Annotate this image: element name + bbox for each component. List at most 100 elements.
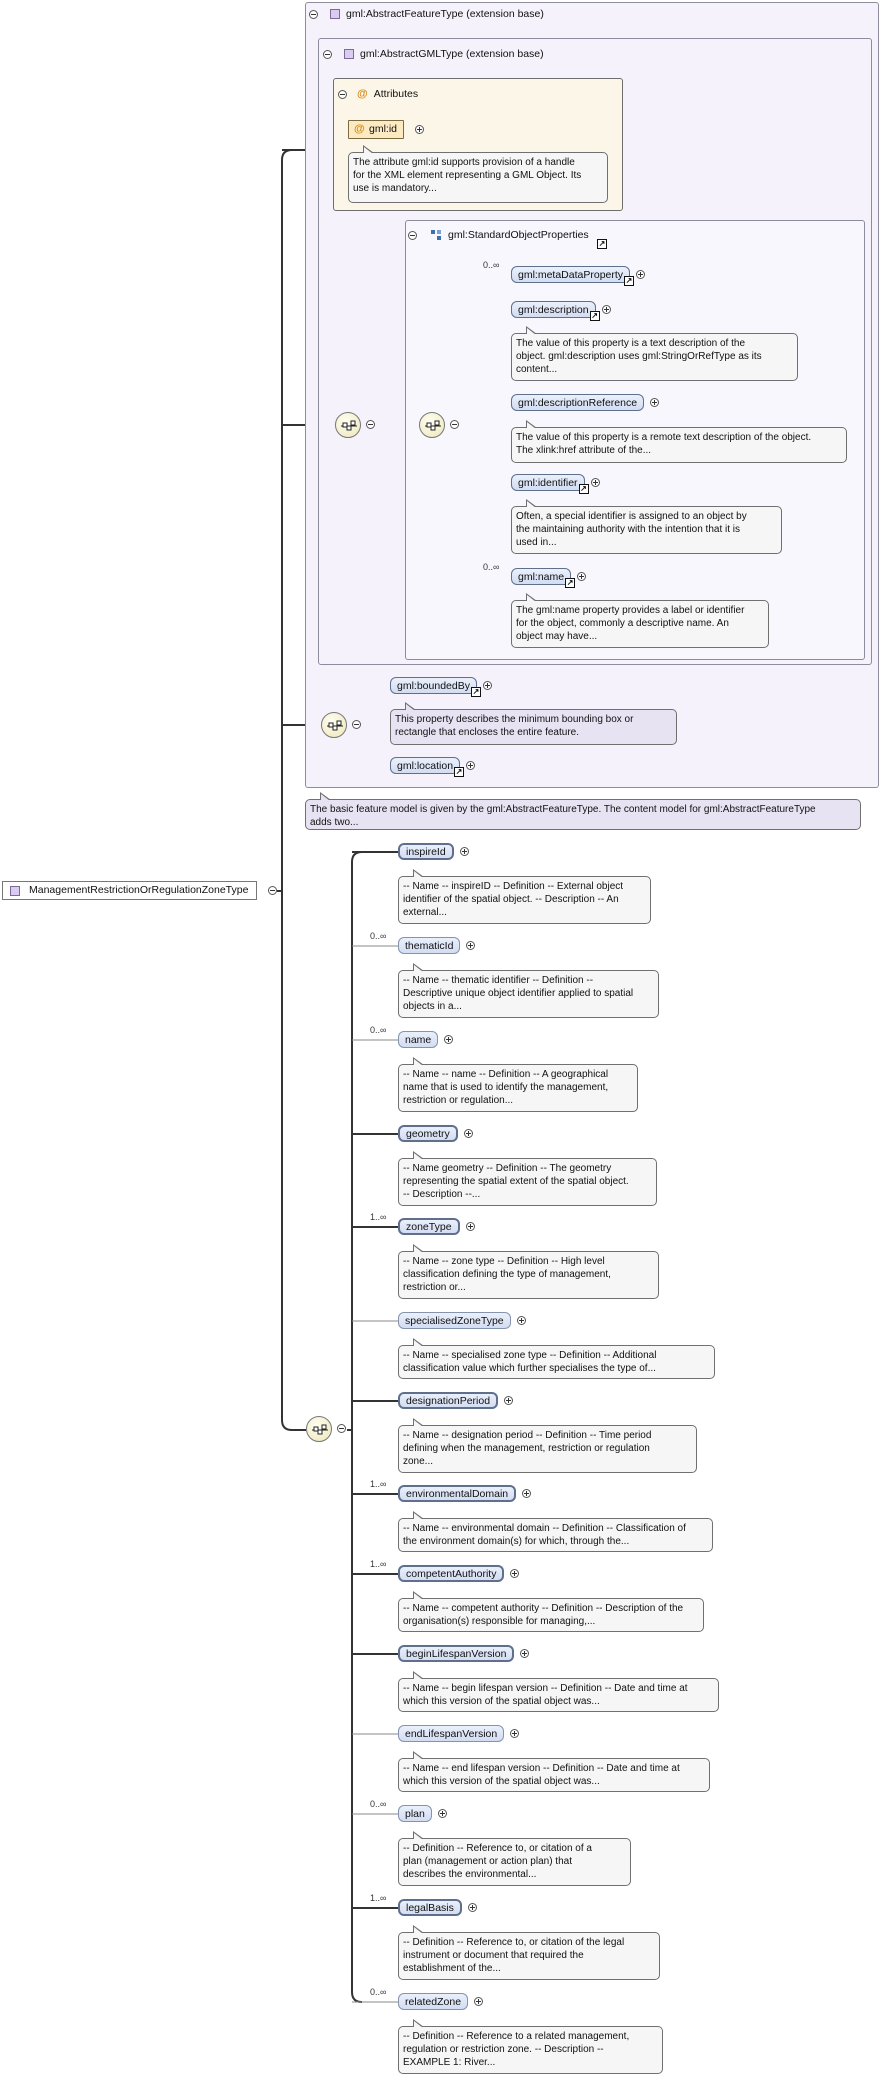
element-doc: -- Name -- zone type -- Definition -- Hi… (398, 1251, 659, 1299)
element-doc: -- Name -- name -- Definition -- A geogr… (398, 1064, 638, 1112)
std-prop-doc: The value of this property is a text des… (511, 333, 798, 381)
bounded-doc: This property describes the minimum boun… (390, 709, 677, 745)
link-icon[interactable]: ↗ (565, 578, 576, 588)
element-thematicid[interactable]: thematicId (398, 937, 461, 954)
cardinality-label: 1..∞ (370, 1559, 387, 1569)
expand-icon[interactable] (437, 1809, 447, 1818)
expand-icon[interactable] (467, 1903, 477, 1912)
standard-object-properties-header: gml:StandardObjectProperties (408, 227, 589, 243)
feature-type-doc: The basic feature model is given by the … (305, 799, 861, 830)
std-prop-doc: The value of this property is a remote t… (511, 427, 847, 463)
element-doc: -- Name -- begin lifespan version -- Def… (398, 1678, 719, 1712)
element-doc: -- Definition -- Reference to a related … (398, 2026, 663, 2074)
expand-icon[interactable] (516, 1316, 526, 1325)
expand-icon[interactable] (463, 1129, 473, 1138)
attribute-icon: @ (357, 88, 368, 100)
element-legalbasis[interactable]: legalBasis (398, 1899, 462, 1916)
cardinality-label: 1..∞ (370, 1212, 387, 1222)
element-doc: -- Name -- environmental domain -- Defin… (398, 1518, 713, 1552)
root-complex-type[interactable]: ManagementRestrictionOrRegulationZoneTyp… (2, 881, 258, 900)
attributes-header: @ Attributes (338, 86, 418, 102)
complex-type-icon (344, 49, 354, 59)
link-icon[interactable]: ↗ (597, 239, 607, 249)
collapse-icon[interactable] (338, 89, 347, 99)
element-specialisedzonetype[interactable]: specialisedZoneType (398, 1312, 511, 1329)
expand-icon[interactable] (415, 125, 424, 134)
gml-id-attribute[interactable]: @ gml:id (348, 120, 405, 139)
std-prop-element[interactable]: gml:identifier (511, 474, 585, 491)
element-environmentaldomain[interactable]: environmentalDomain (398, 1485, 517, 1502)
element-zonetype[interactable]: zoneType (398, 1218, 460, 1235)
std-prop-element[interactable]: gml:descriptionReference (511, 394, 645, 411)
link-icon[interactable]: ↗ (624, 276, 635, 286)
expand-icon[interactable] (459, 847, 469, 856)
expand-icon[interactable] (465, 1222, 475, 1231)
element-doc: -- Name -- inspireID -- Definition -- Ex… (398, 876, 651, 924)
collapse-icon[interactable] (408, 230, 417, 240)
element-designationperiod[interactable]: designationPeriod (398, 1392, 499, 1409)
std-prop-doc: The gml:name property provides a label o… (511, 600, 769, 648)
expand-icon[interactable] (466, 761, 476, 770)
cardinality-label: 0..∞ (370, 1799, 387, 1809)
link-icon[interactable]: ↗ (470, 687, 481, 697)
element-doc: -- Name -- designation period -- Definit… (398, 1425, 697, 1473)
expand-icon[interactable] (510, 1729, 520, 1738)
element-beginlifespanversion[interactable]: beginLifespanVersion (398, 1645, 515, 1662)
std-prop-element[interactable]: gml:metaDataProperty (511, 266, 631, 283)
expand-icon[interactable] (590, 478, 600, 487)
expand-icon[interactable] (520, 1649, 530, 1658)
cardinality-label: 0..∞ (370, 931, 387, 941)
bounded-element[interactable]: gml:location (390, 757, 461, 774)
gml-id-label: gml:id (369, 123, 398, 135)
element-geometry[interactable]: geometry (398, 1125, 458, 1142)
link-icon[interactable]: ↗ (578, 484, 589, 494)
sequence-node-bounded (321, 712, 347, 738)
abstract-gml-type-label: gml:AbstractGMLType (extension base) (360, 48, 544, 60)
element-name[interactable]: name (398, 1031, 439, 1048)
expand-icon[interactable] (466, 941, 476, 950)
element-plan[interactable]: plan (398, 1805, 432, 1822)
attributes-label: Attributes (373, 88, 419, 100)
collapse-icon[interactable] (309, 9, 318, 19)
sequence-node-main (306, 1416, 332, 1442)
link-icon[interactable]: ↗ (589, 311, 600, 321)
element-competentauthority[interactable]: competentAuthority (398, 1565, 505, 1582)
expand-icon[interactable] (444, 1035, 454, 1044)
sequence-node-gml (335, 412, 361, 438)
expand-icon[interactable] (577, 572, 587, 581)
element-doc: -- Name -- competent authority -- Defini… (398, 1598, 704, 1632)
element-doc: -- Name -- end lifespan version -- Defin… (398, 1758, 710, 1792)
root-collapse-icon[interactable] (268, 886, 277, 895)
group-icon (431, 229, 442, 241)
collapse-icon[interactable] (450, 420, 459, 429)
std-prop-doc: Often, a special identifier is assigned … (511, 506, 782, 554)
collapse-icon[interactable] (352, 720, 361, 729)
element-endlifespanversion[interactable]: endLifespanVersion (398, 1725, 505, 1742)
expand-icon[interactable] (482, 681, 492, 690)
collapse-icon[interactable] (323, 49, 332, 59)
element-inspireid[interactable]: inspireId (398, 843, 454, 860)
bounded-element[interactable]: gml:boundedBy (390, 677, 477, 694)
expand-icon[interactable] (522, 1489, 532, 1498)
cardinality-label: 0..∞ (370, 1987, 387, 1997)
collapse-icon[interactable] (337, 1424, 346, 1433)
expand-icon[interactable] (504, 1396, 514, 1405)
cardinality-label: 0..∞ (483, 562, 500, 572)
element-doc: -- Definition -- Reference to, or citati… (398, 1838, 631, 1886)
element-doc: -- Definition -- Reference to, or citati… (398, 1932, 660, 1980)
std-prop-element[interactable]: gml:description (511, 301, 596, 318)
element-relatedzone[interactable]: relatedZone (398, 1993, 469, 2010)
element-doc: -- Name -- specialised zone type -- Defi… (398, 1345, 715, 1379)
gml-id-doc: The attribute gml:id supports provision … (348, 152, 608, 203)
expand-icon[interactable] (650, 398, 660, 407)
expand-icon[interactable] (636, 270, 646, 279)
abstract-gml-type-header: gml:AbstractGMLType (extension base) (323, 46, 544, 62)
complex-type-icon (10, 886, 20, 896)
expand-icon[interactable] (474, 1997, 484, 2006)
collapse-icon[interactable] (366, 420, 375, 429)
expand-icon[interactable] (510, 1569, 520, 1578)
std-prop-element[interactable]: gml:name (511, 568, 572, 585)
expand-icon[interactable] (601, 305, 611, 314)
cardinality-label: 0..∞ (370, 1025, 387, 1035)
link-icon[interactable]: ↗ (454, 767, 465, 777)
